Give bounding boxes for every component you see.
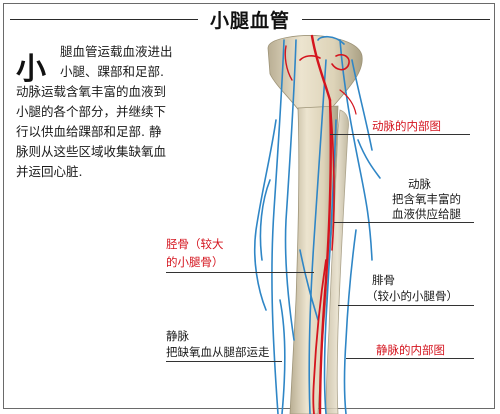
- title-rule-right: [302, 19, 490, 20]
- intro-line-5: 行以供血给踝部和足部. 静: [16, 124, 162, 139]
- intro-line-7: 并运回心脏.: [16, 164, 83, 179]
- diagram-title: 小腿血管: [209, 10, 290, 32]
- vein-interior-leader: [346, 358, 474, 359]
- tibia-label-2: 的小腿骨）: [166, 255, 224, 269]
- fibula: [325, 109, 349, 414]
- figure-frame: [3, 3, 495, 409]
- vein-title: 静脉: [166, 329, 189, 343]
- fibula-desc: （较小的小腿骨）: [366, 289, 458, 303]
- fibula-title: 腓骨: [372, 273, 395, 287]
- tibia-leader: [166, 272, 314, 273]
- fibula-leader: [338, 305, 474, 306]
- artery-network: [284, 34, 357, 414]
- title-rule-left: [10, 19, 198, 20]
- drop-cap: 小: [16, 52, 46, 87]
- tibia-label-1: 胫骨（较大: [166, 237, 224, 251]
- intro-line-6: 脉则从这些区域收集缺氧血: [16, 144, 167, 159]
- vein-leader: [166, 361, 282, 362]
- intro-line-1: 腿血管运载血液进出: [60, 44, 173, 59]
- artery-desc-2: 血液供应给腿: [392, 207, 461, 221]
- vein-interior-label: 静脉的内部图: [376, 343, 445, 357]
- tibia-shaft: [289, 105, 339, 414]
- artery-desc-1: 把含氧丰富的: [392, 192, 461, 206]
- artery-interior-leader: [330, 134, 470, 135]
- intro-line-4: 小腿的各个部分，并继续下: [16, 104, 167, 119]
- artery-title: 动脉: [408, 177, 431, 191]
- artery-leader: [334, 222, 474, 223]
- vein-desc: 把缺氧血从腿部运走: [166, 345, 270, 359]
- vein-network: [253, 35, 381, 414]
- intro-line-2: 小腿、踝部和足部.: [60, 64, 164, 79]
- artery-interior-label: 动脉的内部图: [372, 119, 441, 133]
- intro-line-3: 动脉运载含氧丰富的血液到: [16, 84, 167, 99]
